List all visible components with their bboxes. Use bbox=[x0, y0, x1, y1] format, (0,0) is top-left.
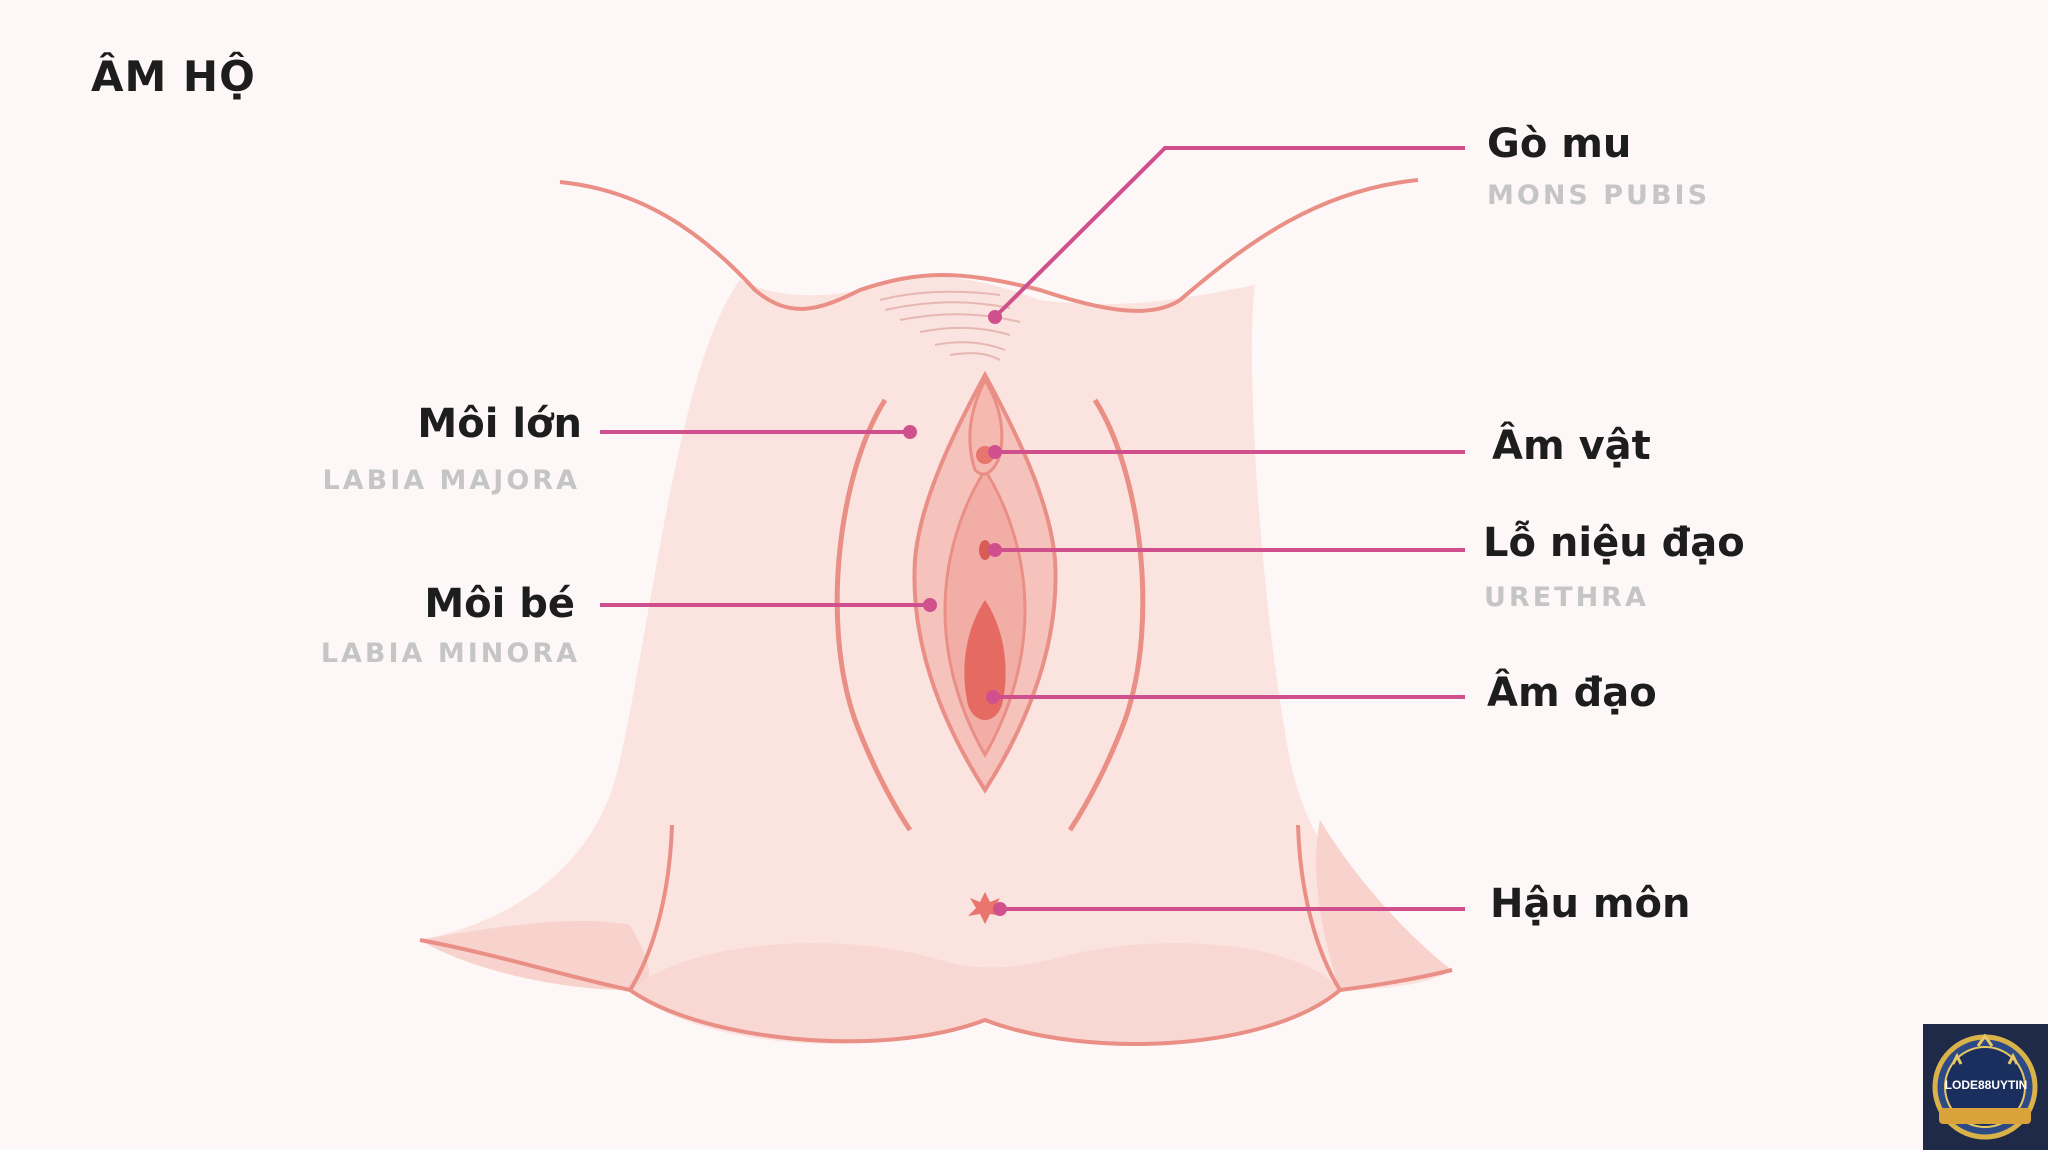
sublabel-urethra: URETHRA bbox=[1484, 582, 1649, 613]
labia-majora-left bbox=[834, 398, 913, 832]
thigh-right-shade bbox=[1316, 820, 1452, 990]
left-leg-crease bbox=[628, 824, 674, 992]
label-urethra: Lỗ niệu đạo bbox=[1483, 520, 1745, 566]
label-labia-majora: Môi lớn bbox=[417, 401, 582, 447]
label-anus: Hậu môn bbox=[1490, 881, 1691, 927]
sublabel-labia-minora: LABIA MINORA bbox=[320, 638, 580, 669]
badge-text: LODE88UYTIN bbox=[1944, 1078, 2028, 1092]
page-title: ÂM HỘ bbox=[91, 52, 256, 101]
sublabel-labia-majora: LABIA MAJORA bbox=[322, 465, 580, 496]
vaginal-opening bbox=[964, 600, 1006, 720]
sublabel-mons-pubis: MONS PUBIS bbox=[1487, 180, 1711, 211]
anus-mark bbox=[968, 892, 1002, 924]
badge-emblem bbox=[1932, 1033, 2038, 1140]
pubic-hair bbox=[879, 290, 1021, 361]
hip-outline bbox=[559, 178, 1419, 313]
label-clitoris: Âm vật bbox=[1492, 423, 1651, 469]
buttocks-outline bbox=[628, 988, 1342, 1046]
label-labia-minora: Môi bé bbox=[424, 581, 575, 627]
label-vagina: Âm đạo bbox=[1487, 670, 1657, 716]
label-mons-pubis: Gò mu bbox=[1487, 121, 1632, 167]
urethral-opening bbox=[979, 540, 991, 560]
left-thigh-line bbox=[419, 938, 631, 992]
leader-lines bbox=[600, 146, 1465, 916]
labia-majora-right bbox=[1067, 398, 1146, 832]
buttocks-shape bbox=[630, 943, 1340, 1044]
right-leg-crease bbox=[1296, 824, 1342, 992]
thigh-left-shade bbox=[420, 920, 649, 990]
leader-mons-pubis bbox=[993, 146, 1465, 319]
watermark-badge: LODE88UYTIN bbox=[1923, 1024, 2048, 1150]
right-thigh-line bbox=[1339, 968, 1453, 992]
